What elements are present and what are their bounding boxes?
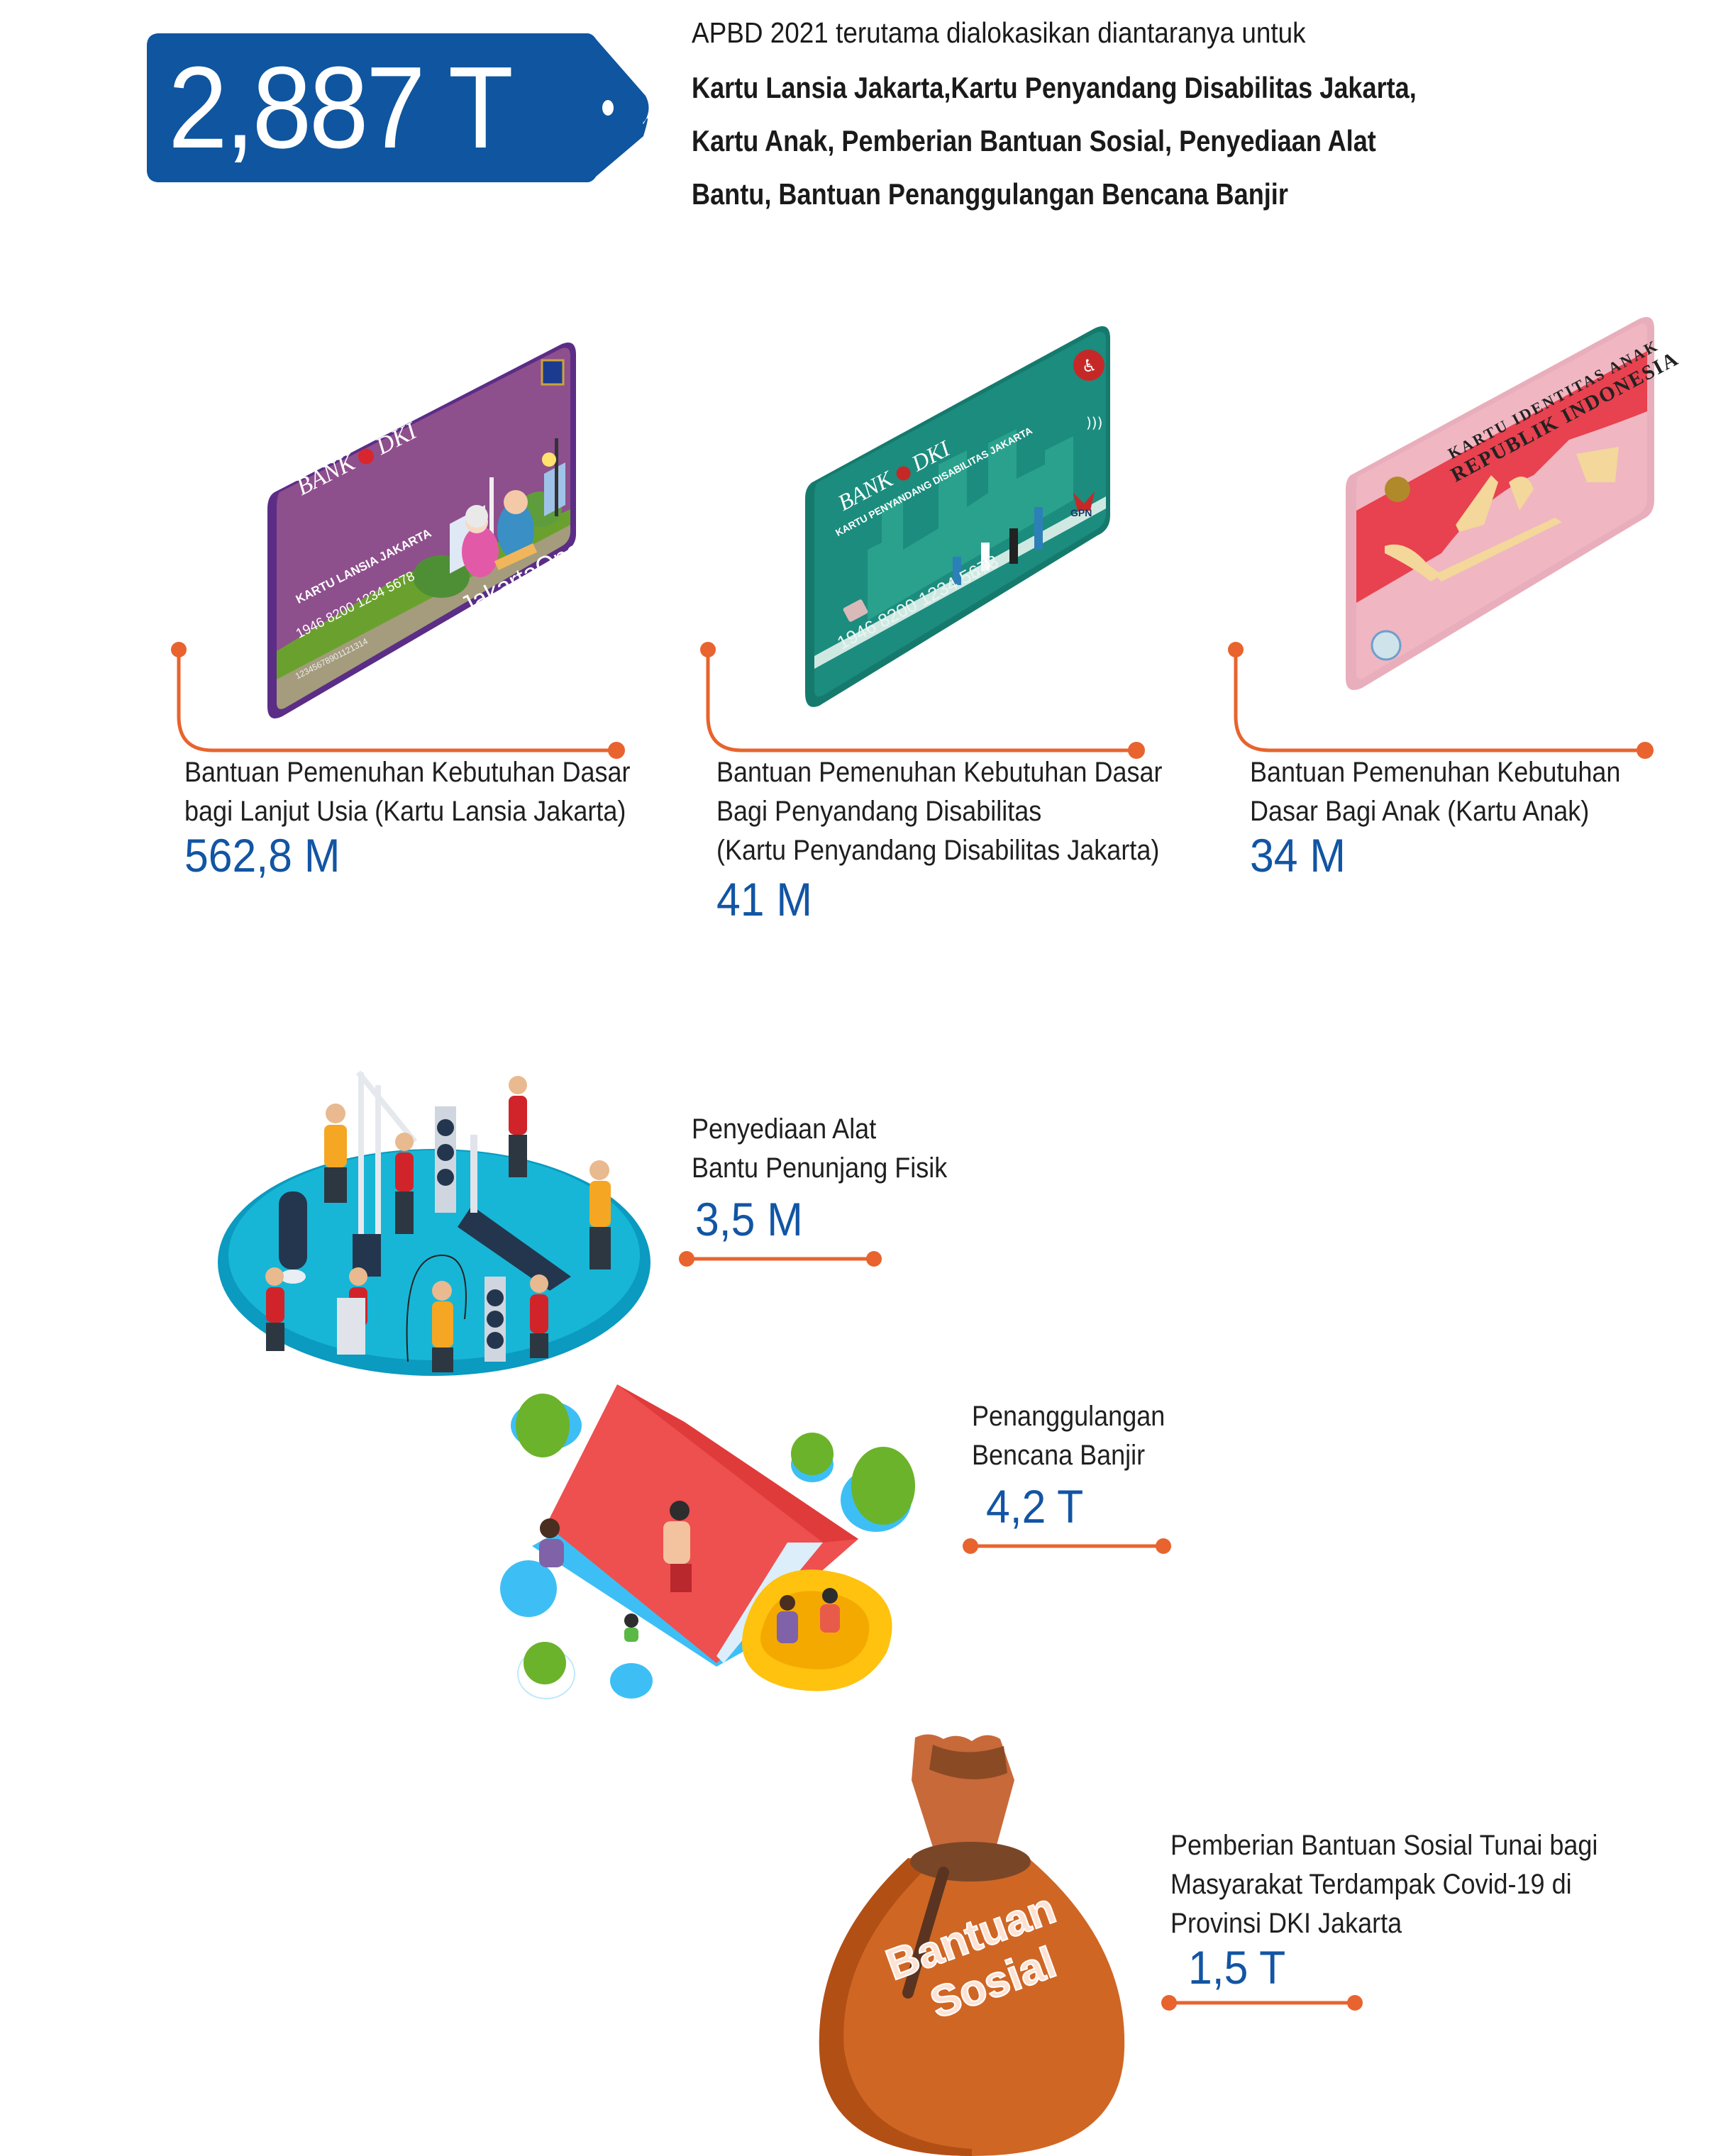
kartu-anak-card: KARTU IDENTITAS ANAK REPUBLIK INDONESIA <box>1342 312 1683 695</box>
highlight-line: Bantu, Bantuan Penanggulangan Bencana Ba… <box>692 177 1288 211</box>
rescue-boat-icon <box>742 1569 892 1691</box>
intro-text: APBD 2021 terutama dialokasikan diantara… <box>692 16 1306 49</box>
label-bansos: Pemberian Bantuan Sosial Tunai bagi Masy… <box>1170 1826 1598 1943</box>
value-disabilitas: 41 M <box>716 873 812 926</box>
highlight-line: Kartu Lansia Jakarta,Kartu Penyandang Di… <box>692 71 1417 104</box>
wheelchair-icon <box>1073 350 1104 381</box>
label-line: Bantuan Pemenuhan Kebutuhan Dasar <box>716 757 1163 788</box>
label-line: Dasar Bagi Anak (Kartu Anak) <box>1250 796 1590 827</box>
label-alat-bantu: Penyediaan Alat Bantu Penunjang Fisik <box>692 1110 947 1188</box>
kartu-lansia-card: BANK DKI KARTU LANSIA JAKARTA 1946 8200 … <box>264 339 586 722</box>
hologram-seal-icon <box>1371 630 1402 661</box>
tree-icon <box>851 1447 915 1525</box>
sack-tie-icon <box>910 1842 1031 1882</box>
tree-icon <box>516 1394 570 1457</box>
connector-dot <box>1128 742 1145 759</box>
label-line: Bagi Penyandang Disabilitas <box>716 796 1042 827</box>
bank-dki-logo-icon <box>355 445 377 467</box>
label-disabilitas: Bantuan Pemenuhan Kebutuhan Dasar Bagi P… <box>716 753 1162 870</box>
value-underline-2 <box>963 1538 1171 1554</box>
label-line: Provinsi DKI Jakarta <box>1170 1908 1402 1939</box>
label-line: Bantu Penunjang Fisik <box>692 1152 948 1184</box>
connector-dot <box>608 742 625 759</box>
bank-dki-logo-icon <box>893 463 913 483</box>
connector-line-3 <box>1228 642 1654 759</box>
kartu-disabilitas-card: ♿ ))) BANK DKI KARTU PENYANDANG DISABILI… <box>804 323 1123 709</box>
label-line: Penanggulangan <box>972 1401 1166 1432</box>
label-line: Bencana Banjir <box>972 1440 1146 1471</box>
total-budget-tag: 2,887 T <box>147 33 652 182</box>
total-budget-value: 2,887 T <box>168 43 514 172</box>
label-line: Bantuan Pemenuhan Kebutuhan Dasar <box>184 757 631 788</box>
connector-line-1 <box>171 642 625 759</box>
label-line: Bantuan Pemenuhan Kebutuhan <box>1250 757 1621 788</box>
exercising-people <box>265 1076 611 1372</box>
intro-block: APBD 2021 terutama dialokasikan diantara… <box>692 9 1699 221</box>
label-banjir: Penanggulangan Bencana Banjir <box>972 1397 1165 1475</box>
gym-fitness-illustration <box>216 1064 656 1376</box>
svg-text:))): ))) <box>1086 414 1102 431</box>
flood-rescue-illustration <box>489 1383 965 1723</box>
value-anak: 34 M <box>1250 829 1346 882</box>
label-anak: Bantuan Pemenuhan Kebutuhan Dasar Bagi A… <box>1250 753 1620 831</box>
value-banjir: 4,2 T <box>986 1480 1084 1533</box>
value-underline-1 <box>679 1251 882 1267</box>
label-line: Penyediaan Alat <box>692 1113 877 1145</box>
value-underline-3 <box>1161 1995 1363 2011</box>
label-line: Pemberian Bantuan Sosial Tunai bagi <box>1170 1830 1598 1861</box>
tag-hole-icon <box>602 100 614 116</box>
highlight-line: Kartu Anak, Pemberian Bantuan Sosial, Pe… <box>692 124 1376 157</box>
connector-dot <box>1637 742 1654 759</box>
tree-icon <box>791 1433 834 1475</box>
label-line: bagi Lanjut Usia (Kartu Lansia Jakarta) <box>184 796 626 827</box>
value-alat-bantu: 3,5 M <box>695 1193 803 1245</box>
value-bansos: 1,5 T <box>1188 1941 1286 1994</box>
jump-rope-icon <box>406 1254 467 1362</box>
label-line: (Kartu Penyandang Disabilitas Jakarta) <box>716 835 1160 866</box>
value-lansia: 562,8 M <box>184 829 340 882</box>
money-sack-illustration: Bantuan Sosial <box>802 1730 1142 2156</box>
label-lansia: Bantuan Pemenuhan Kebutuhan Dasar bagi L… <box>184 753 630 831</box>
punching-bag-icon <box>279 1191 307 1269</box>
label-line: Masyarakat Terdampak Covid-19 di <box>1170 1869 1572 1900</box>
svg-text:♿: ♿ <box>1082 356 1097 376</box>
price-tag-shape <box>147 33 649 182</box>
card-network: GPN <box>1070 507 1092 518</box>
tree-icon <box>524 1642 566 1684</box>
garuda-emblem-icon <box>1385 477 1410 502</box>
connector-line-2 <box>700 642 1145 759</box>
treadmill-icon <box>458 1206 571 1291</box>
